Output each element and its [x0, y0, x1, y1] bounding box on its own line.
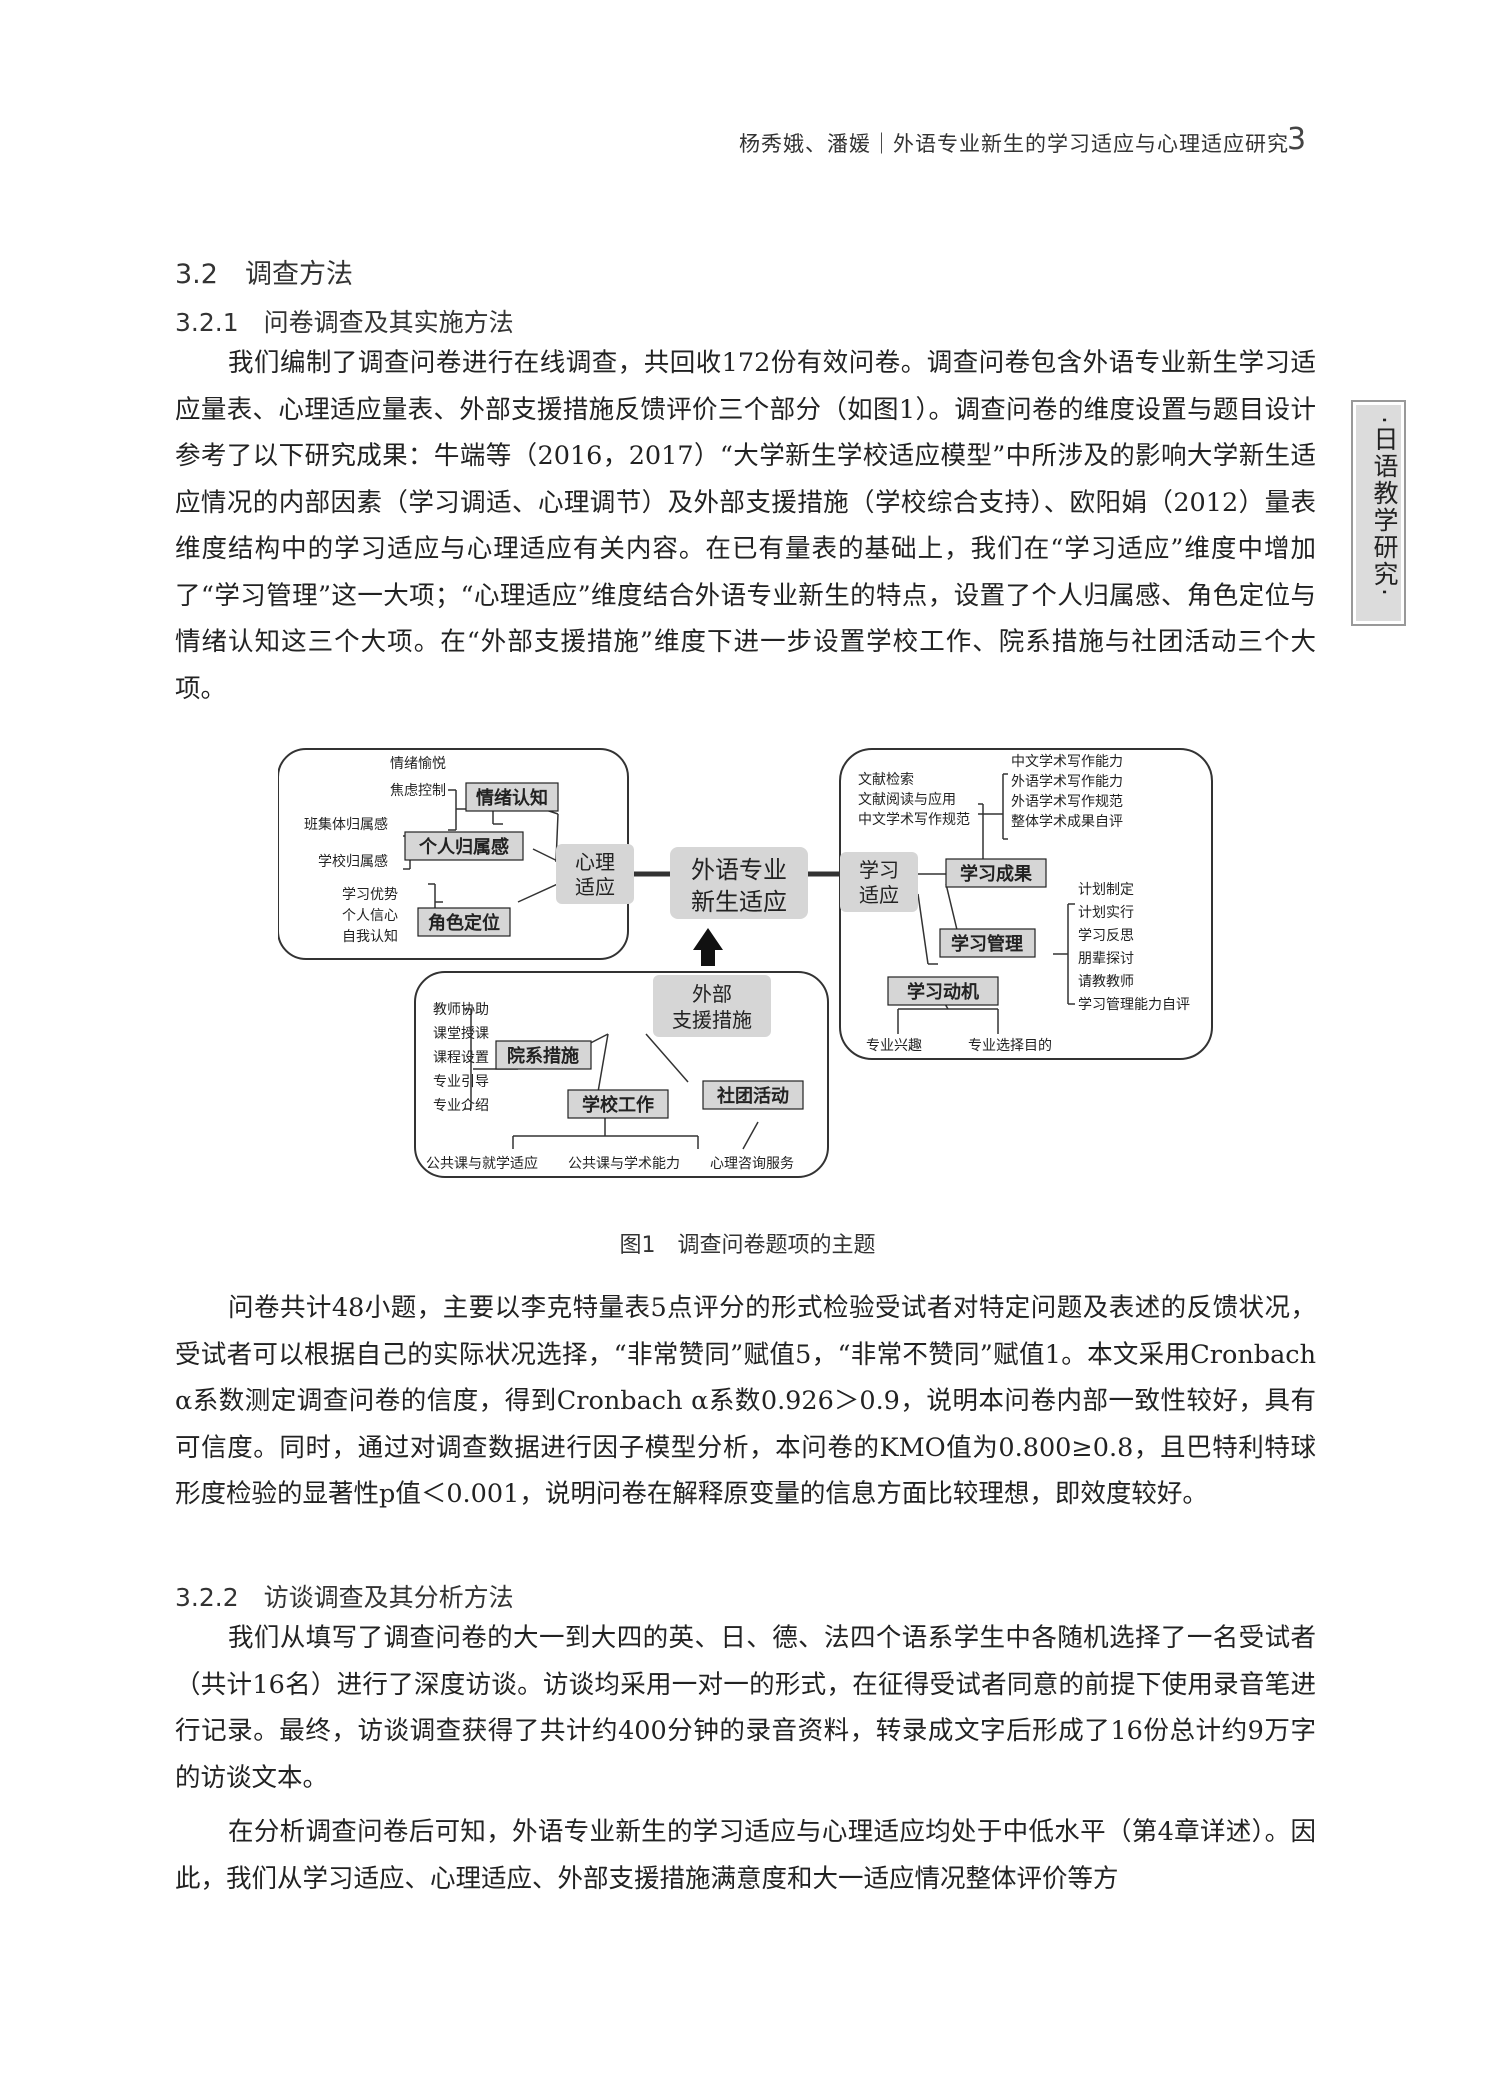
manage-item: 计划制定 — [1078, 882, 1134, 898]
section-heading-3-2: 3.2 调查方法 — [175, 259, 353, 290]
mindmap-svg: 外语专业 新生适应 心理 适应 情绪认知 情绪愉悦 焦虑控制 个人归属感 班集体… — [277, 748, 1213, 1178]
arrow-up-icon — [693, 928, 723, 966]
manage-item: 计划实行 — [1078, 905, 1134, 921]
emotion-label: 情绪认知 — [476, 787, 548, 809]
psych-root-line2: 适应 — [575, 875, 615, 899]
results-left-item: 文献检索 — [858, 771, 914, 788]
dept-label: 院系措施 — [507, 1045, 579, 1067]
club-node — [702, 1080, 804, 1110]
motive-node — [887, 976, 999, 1006]
external-root-line1: 外部 — [692, 982, 732, 1006]
dept-item: 专业介绍 — [433, 1098, 489, 1114]
results-node — [945, 858, 1047, 888]
manage-item: 学习管理能力自评 — [1078, 997, 1190, 1013]
paragraph: 我们从填写了调查问卷的大一到大四的英、日、德、法四个语系学生中各随机选择了一名受… — [175, 1623, 1316, 1793]
school-label: 学校工作 — [582, 1094, 654, 1116]
section-heading-3-2-1: 3.2.1 问卷调查及其实施方法 — [175, 308, 514, 337]
paragraph-block: 我们从填写了调查问卷的大一到大四的英、日、德、法四个语系学生中各随机选择了一名受… — [175, 1615, 1316, 1902]
external-bottom-item: 公共课与就学适应 — [426, 1155, 538, 1172]
dept-item: 专业引导 — [433, 1074, 489, 1090]
school-node — [567, 1089, 669, 1119]
journal-side-tab: ·日语教学研究· — [1351, 400, 1406, 626]
results-right-item: 整体学术成果自评 — [1011, 814, 1123, 830]
paragraph-block: 我们编制了调查问卷进行在线调查，共回收172份有效问卷。调查问卷包含外语专业新生… — [175, 340, 1316, 712]
paragraph: 我们编制了调查问卷进行在线调查，共回收172份有效问卷。调查问卷包含外语专业新生… — [175, 348, 1316, 704]
club-label: 社团活动 — [717, 1085, 789, 1107]
section-heading-3-2-2: 3.2.2 访谈调查及其分析方法 — [175, 1583, 514, 1612]
role-item: 学习优势 — [342, 887, 398, 903]
page-number: 3 — [1287, 122, 1307, 157]
study-root-line2: 适应 — [859, 883, 899, 907]
results-right-item: 外语学术写作规范 — [1011, 793, 1123, 810]
emotion-item: 焦虑控制 — [390, 783, 446, 799]
psych-root-node — [556, 844, 634, 904]
paragraph: 问卷共计48小题，主要以李克特量表5点评分的形式检验受试者对特定问题及表述的反馈… — [175, 1293, 1316, 1509]
motive-item: 专业兴趣 — [866, 1038, 922, 1054]
paragraph-block: 问卷共计48小题，主要以李克特量表5点评分的形式检验受试者对特定问题及表述的反馈… — [175, 1285, 1316, 1518]
results-left-item: 文献阅读与应用 — [858, 791, 956, 808]
role-node — [417, 907, 511, 937]
belonging-label: 个人归属感 — [418, 836, 509, 858]
center-label-line1: 外语专业 — [691, 856, 787, 884]
results-right-item: 外语学术写作能力 — [1011, 774, 1123, 790]
external-group-frame — [414, 971, 829, 1178]
study-root-line1: 学习 — [859, 858, 899, 882]
center-node — [670, 847, 808, 919]
belonging-item: 学校归属感 — [318, 853, 388, 870]
manage-item: 请教教师 — [1078, 974, 1134, 990]
external-bottom-item: 心理咨询服务 — [710, 1156, 794, 1172]
external-root-node — [653, 975, 771, 1037]
role-item: 个人信心 — [342, 908, 398, 924]
manage-node — [939, 928, 1036, 958]
study-root-node — [840, 852, 918, 912]
results-right-item: 中文学术写作能力 — [1011, 754, 1123, 770]
center-label-line2: 新生适应 — [691, 888, 787, 916]
motive-item: 专业选择目的 — [968, 1038, 1052, 1054]
manage-item: 朋辈探讨 — [1078, 951, 1134, 967]
motive-label: 学习动机 — [907, 981, 979, 1003]
external-bottom-item: 公共课与学术能力 — [568, 1156, 680, 1172]
manage-label: 学习管理 — [951, 933, 1023, 955]
belonging-item: 班集体归属感 — [304, 816, 388, 833]
results-label: 学习成果 — [960, 863, 1033, 885]
belonging-node — [404, 831, 524, 861]
dept-node — [495, 1040, 592, 1070]
running-header: 杨秀娥、潘媛｜外语专业新生的学习适应与心理适应研究 — [739, 132, 1289, 156]
role-item: 自我认知 — [342, 928, 398, 945]
role-label: 角色定位 — [428, 912, 500, 934]
manage-item: 学习反思 — [1078, 928, 1134, 944]
psych-root-line1: 心理 — [575, 850, 615, 874]
journal-side-label: ·日语教学研究· — [1370, 416, 1399, 598]
emotion-node — [465, 782, 559, 812]
results-left-item: 中文学术写作规范 — [858, 811, 970, 828]
dept-item: 教师协助 — [433, 1002, 489, 1018]
dept-item: 课程设置 — [433, 1050, 489, 1066]
paragraph: 在分析调查问卷后可知，外语专业新生的学习适应与心理适应均处于中低水平（第4章详述… — [175, 1817, 1316, 1894]
figure-1-diagram: 外语专业 新生适应 心理 适应 情绪认知 情绪愉悦 焦虑控制 个人归属感 班集体… — [277, 744, 1218, 1184]
external-root-line2: 支援措施 — [672, 1008, 752, 1032]
figure-caption: 图1 调查问卷题项的主题 — [619, 1233, 876, 1258]
dept-item: 课堂授课 — [433, 1026, 489, 1042]
emotion-item: 情绪愉悦 — [390, 756, 446, 772]
